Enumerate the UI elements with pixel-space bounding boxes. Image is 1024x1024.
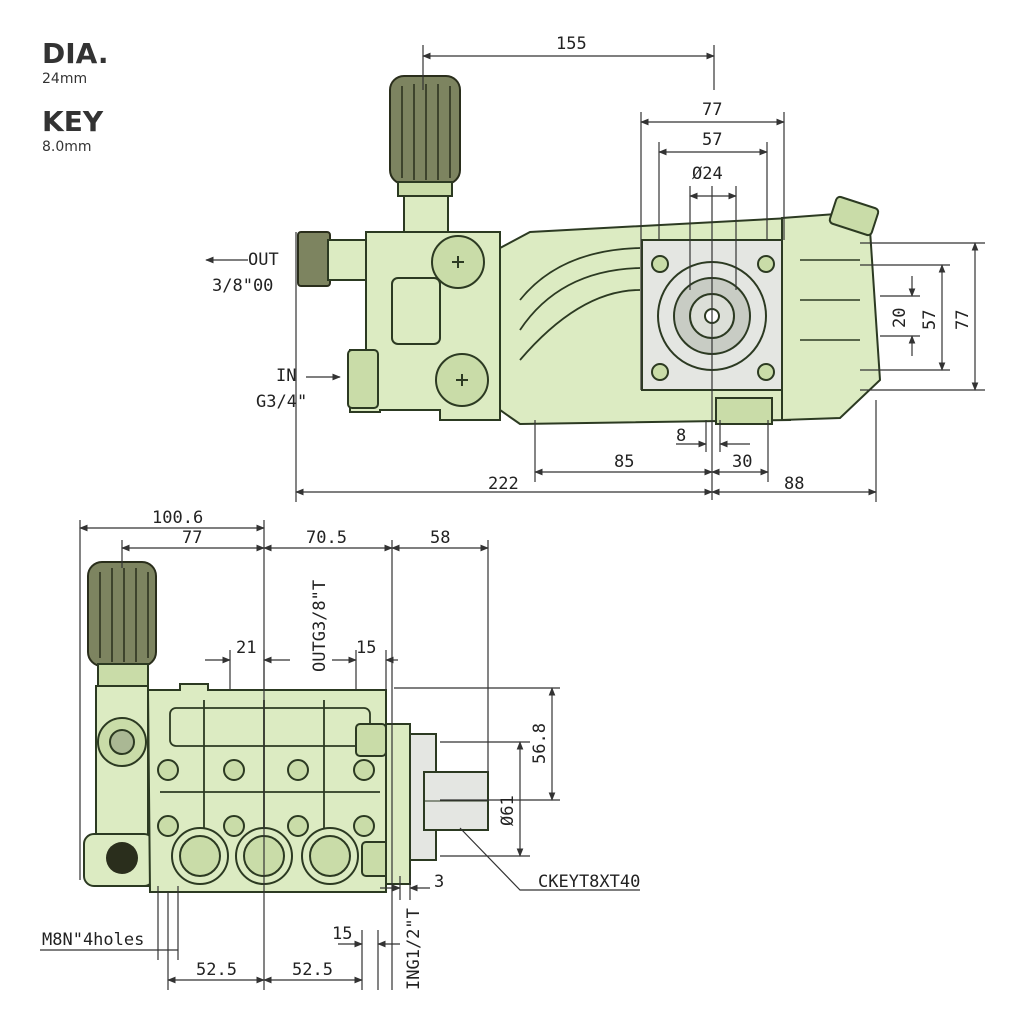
key-value: 8.0mm (42, 139, 92, 155)
dim-70-5: 70.5 (306, 528, 347, 548)
dim-52-5-left: 52.5 (196, 960, 237, 980)
top-view-dimensions (205, 45, 985, 502)
inlet-label-bottom: ING1/2"T (404, 908, 424, 990)
out-label: OUT (248, 250, 279, 270)
dim-77-top: 77 (702, 100, 723, 120)
dim-85: 85 (614, 452, 635, 472)
dim-dia-24: Ø24 (692, 164, 723, 184)
bottom-view-dimensions (40, 520, 640, 990)
dia-title: DIA. (42, 37, 109, 70)
in-size: G3/4" (256, 392, 308, 412)
dim-57-top: 57 (702, 130, 723, 150)
dim-57-side: 57 (920, 309, 940, 330)
key-title: KEY (42, 105, 104, 138)
top-view-pump (297, 75, 882, 426)
dim-77-side: 77 (953, 309, 973, 330)
dim-15-top: 15 (356, 638, 377, 658)
dim-3: 3 (434, 872, 445, 892)
dim-155: 155 (556, 34, 587, 54)
dim-dia-61: Ø61 (498, 795, 518, 826)
dim-15-bottom: 15 (332, 924, 353, 944)
key-spec-label: CKEYT8XT40 (538, 872, 641, 892)
in-label: IN (276, 366, 297, 386)
dim-56-8: 56.8 (530, 723, 550, 764)
dim-222: 222 (488, 474, 519, 494)
mount-holes-label: M8N"4holes (42, 930, 145, 950)
dim-58: 58 (430, 528, 451, 548)
dim-100-6: 100.6 (152, 508, 204, 528)
dim-30: 30 (732, 452, 753, 472)
dim-8: 8 (676, 426, 687, 446)
bottom-view-pump (83, 561, 489, 893)
dia-value: 24mm (42, 71, 88, 87)
dim-21: 21 (236, 638, 257, 658)
out-size: 3/8"00 (212, 276, 274, 296)
dim-88: 88 (784, 474, 805, 494)
dim-77-bottom: 77 (182, 528, 203, 548)
dim-52-5-right: 52.5 (292, 960, 333, 980)
dim-20: 20 (890, 307, 910, 328)
outlet-label-bottom: OUTG3/8"T (310, 579, 330, 672)
